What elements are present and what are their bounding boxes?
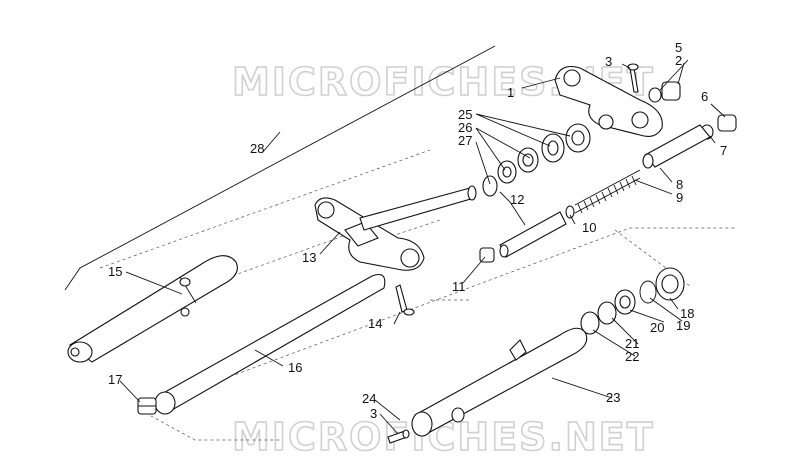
steering-stem (359, 185, 477, 231)
callout-1: 1 (507, 85, 514, 100)
clip-19 (639, 280, 657, 304)
callout-28: 28 (250, 141, 264, 156)
callout-26: 26 (458, 120, 472, 135)
callout-17: 17 (108, 372, 122, 387)
callout-18: 18 (680, 306, 694, 321)
spacer-tube-8 (642, 124, 711, 169)
callout-labels: 1 2 3 3 5 6 7 8 9 10 11 12 13 14 15 16 1… (108, 40, 727, 421)
callout-3-top: 3 (605, 54, 612, 69)
oil-seal-20 (614, 289, 636, 315)
callout-19: 19 (676, 318, 690, 333)
bushing-17 (137, 397, 157, 415)
callout-10: 10 (582, 220, 596, 235)
callout-12: 12 (510, 192, 524, 207)
assembly-outline-bottom (139, 227, 735, 441)
washer-10 (565, 205, 575, 219)
washer-27 (482, 175, 498, 197)
callout-16: 16 (288, 360, 302, 375)
washer-21 (597, 301, 617, 325)
callout-27: 27 (458, 133, 472, 148)
cap-5 (661, 81, 681, 101)
fork-slider-right (411, 327, 588, 437)
callout-22: 22 (625, 349, 639, 364)
bracket-28 (64, 45, 496, 291)
washer-2 (648, 87, 662, 103)
bottom-bolt-3 (387, 429, 410, 444)
bearing-25 (565, 123, 591, 153)
cap-6 (717, 114, 737, 132)
callout-9: 9 (676, 190, 683, 205)
callout-3-bottom: 3 (370, 406, 377, 421)
callout-14: 14 (368, 316, 382, 331)
bushing-22 (580, 311, 600, 335)
callout-8: 8 (676, 177, 683, 192)
race-27a (517, 147, 539, 173)
seal-26 (541, 133, 565, 163)
callout-13: 13 (302, 250, 316, 265)
callout-20: 20 (650, 320, 664, 335)
dust-seal-18 (655, 267, 685, 301)
spring-9 (574, 169, 641, 214)
upper-triple-clamp (554, 65, 663, 137)
bolt-14 (395, 284, 415, 316)
leader-lines (119, 59, 726, 435)
fork-slider-left (67, 255, 238, 363)
callout-2: 2 (675, 53, 682, 68)
callout-24: 24 (362, 391, 376, 406)
callout-21: 21 (625, 336, 639, 351)
callout-11: 11 (452, 279, 466, 294)
callout-25: 25 (458, 107, 472, 122)
assembly-outline-left (99, 149, 441, 301)
callout-15: 15 (108, 264, 122, 279)
lower-triple-clamp (314, 197, 425, 271)
callout-5: 5 (675, 40, 682, 55)
callout-23: 23 (606, 390, 620, 405)
callout-6: 6 (701, 89, 708, 104)
callout-7: 7 (720, 143, 727, 158)
fork-tube (154, 273, 386, 415)
damper-rod-12 (499, 211, 567, 258)
